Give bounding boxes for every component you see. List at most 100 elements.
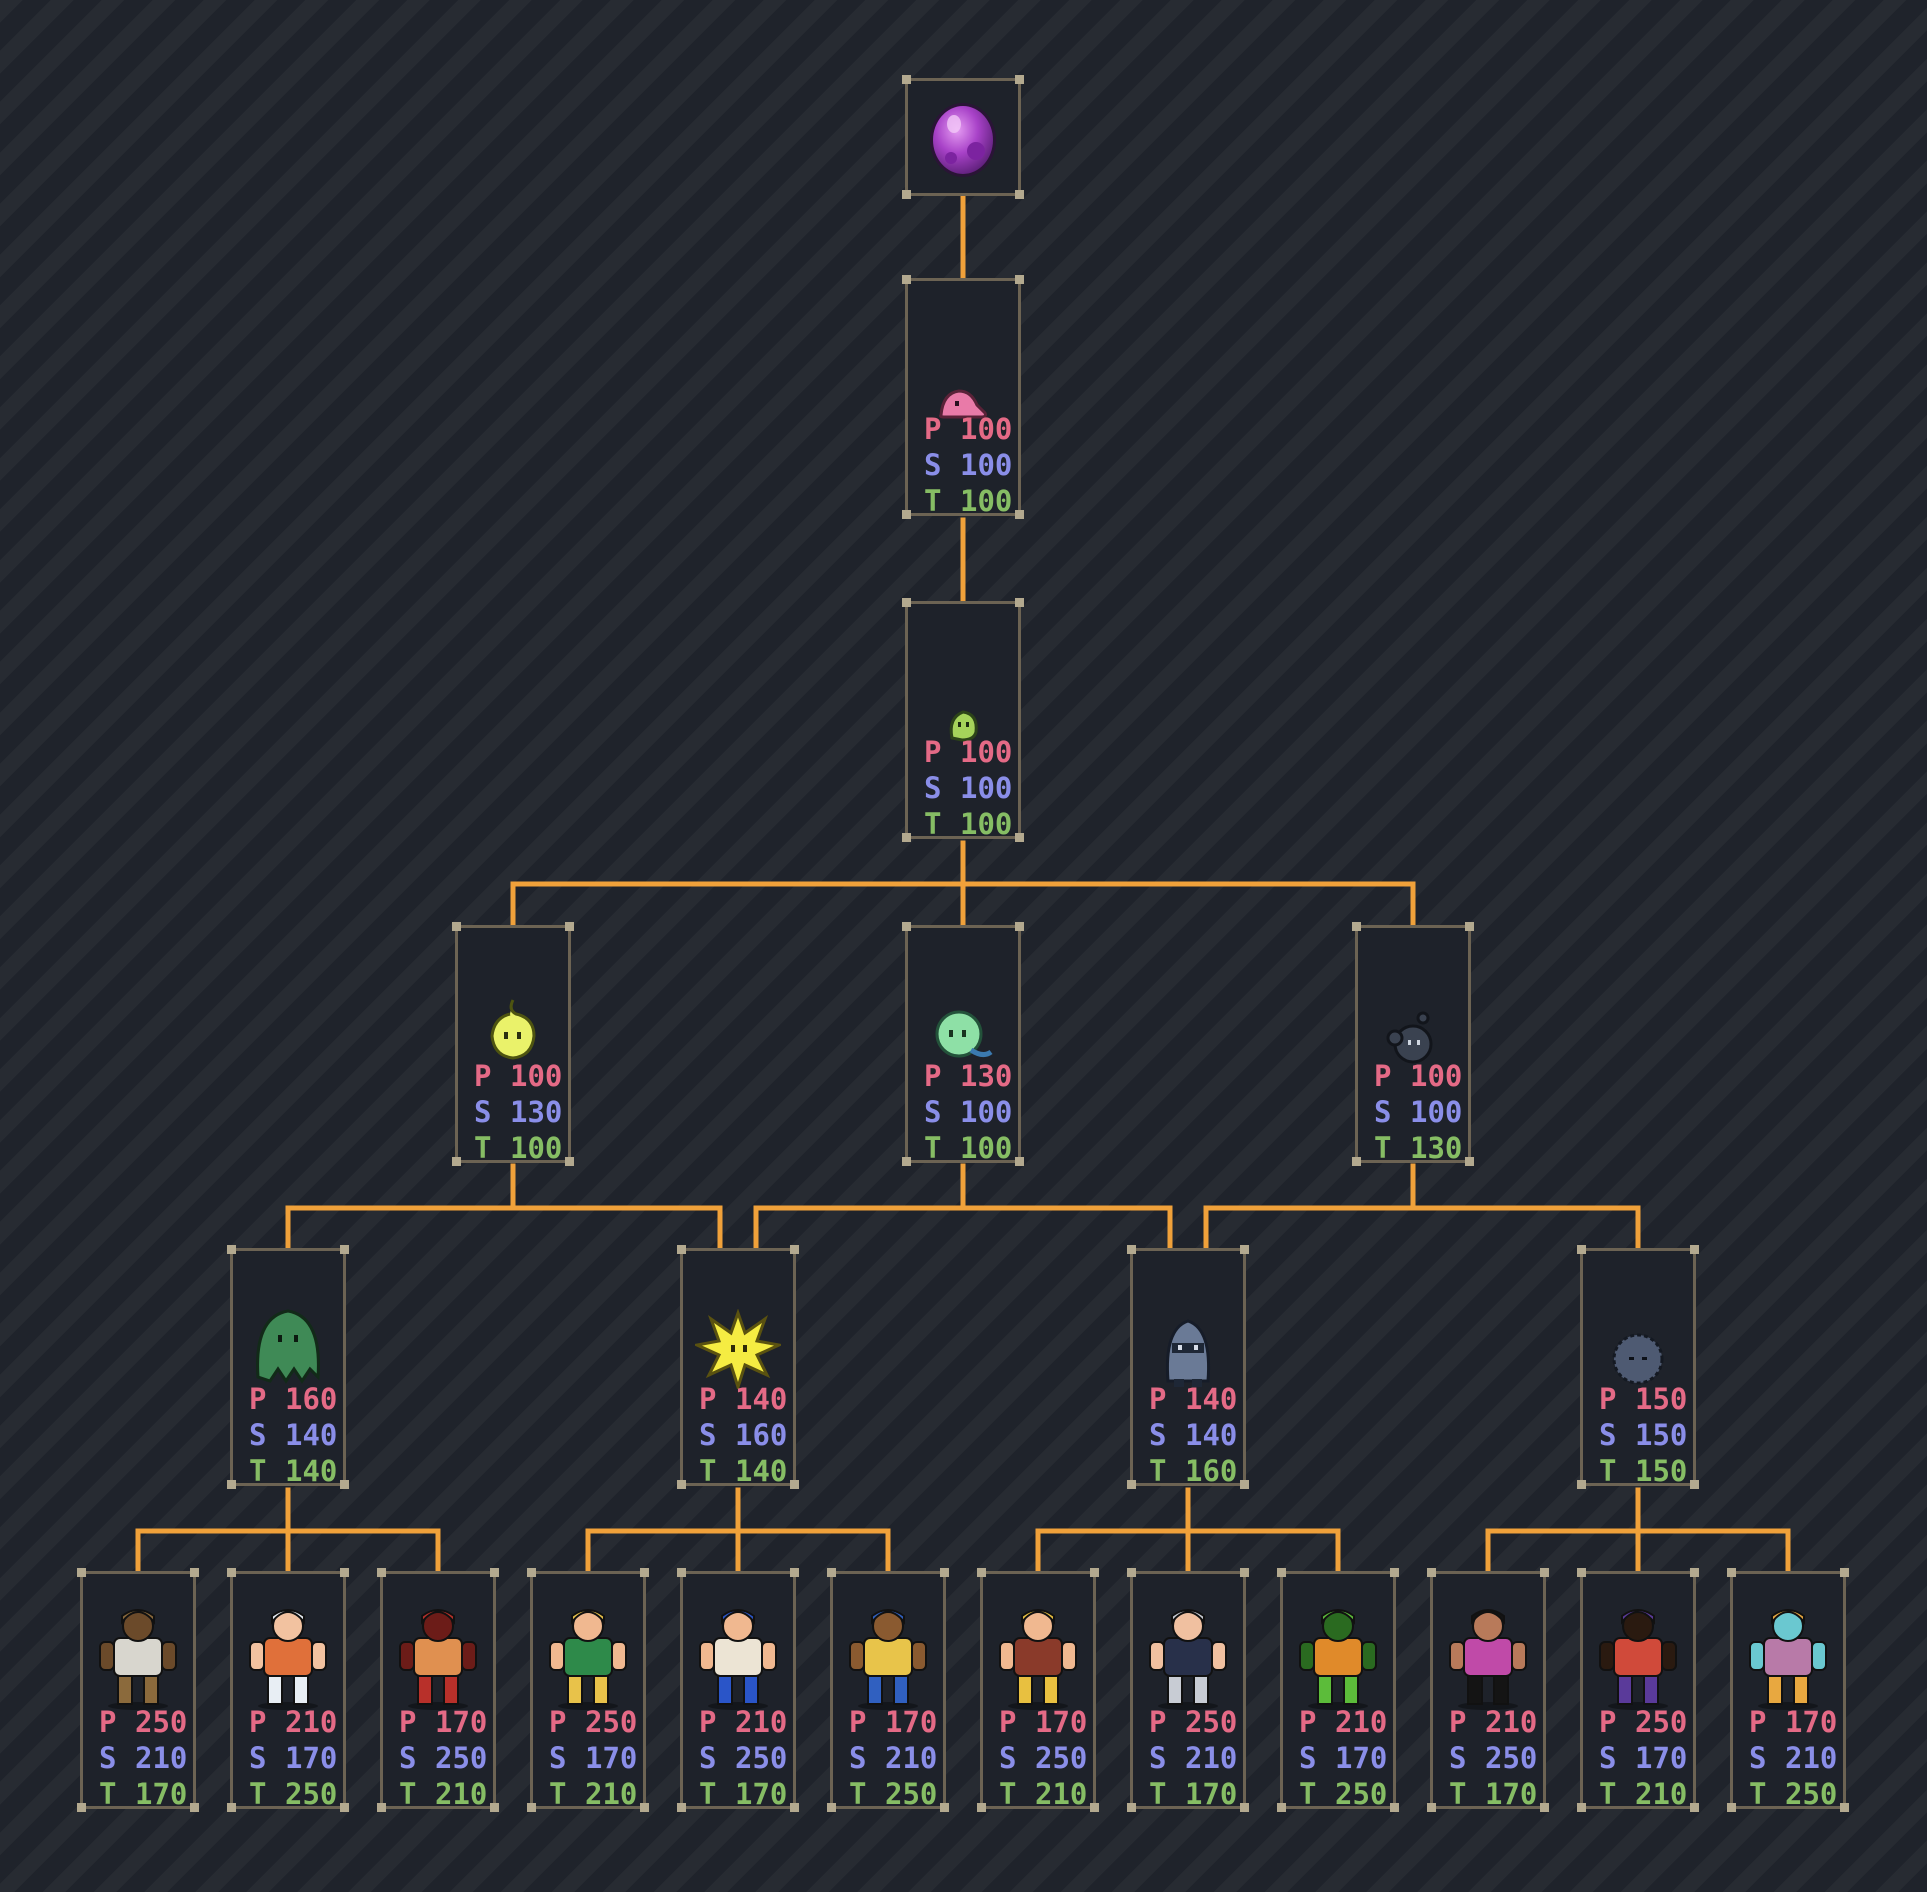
gunman-icon bbox=[983, 1609, 1093, 1712]
speed-value: 250 bbox=[1035, 1741, 1088, 1775]
speed-label: S bbox=[1749, 1741, 1767, 1775]
tech-label: T bbox=[1149, 1454, 1167, 1488]
power-value: 100 bbox=[1410, 1059, 1463, 1093]
tech-label: T bbox=[999, 1777, 1017, 1811]
power-value: 150 bbox=[1635, 1382, 1688, 1416]
speed-value: 210 bbox=[1185, 1741, 1238, 1775]
power-value: 170 bbox=[885, 1705, 938, 1739]
speed-label: S bbox=[1599, 1741, 1617, 1775]
speed-stat: S 250 bbox=[999, 1740, 1087, 1776]
tech-label: T bbox=[1749, 1777, 1767, 1811]
dark-bomb-icon bbox=[1358, 966, 1468, 1066]
speed-stat: S 210 bbox=[849, 1740, 937, 1776]
speed-label: S bbox=[999, 1741, 1017, 1775]
tech-label: T bbox=[249, 1454, 267, 1488]
power-value: 140 bbox=[1185, 1382, 1238, 1416]
lion-warrior-icon bbox=[383, 1609, 493, 1712]
tech-value: 250 bbox=[1335, 1777, 1388, 1811]
power-value: 250 bbox=[1185, 1705, 1238, 1739]
tech-label: T bbox=[924, 1131, 942, 1165]
speed-label: S bbox=[399, 1741, 417, 1775]
tech-label: T bbox=[1374, 1131, 1392, 1165]
power-value: 210 bbox=[1485, 1705, 1538, 1739]
tech-stat: T 250 bbox=[1299, 1776, 1387, 1812]
speed-value: 210 bbox=[135, 1741, 188, 1775]
power-label: P bbox=[1449, 1705, 1467, 1739]
curly-brawler-icon bbox=[1433, 1609, 1543, 1712]
tech-label: T bbox=[924, 484, 942, 518]
power-value: 160 bbox=[285, 1382, 338, 1416]
tech-label: T bbox=[924, 807, 942, 841]
speed-value: 250 bbox=[1485, 1741, 1538, 1775]
tech-label: T bbox=[699, 1454, 717, 1488]
tech-value: 250 bbox=[885, 1777, 938, 1811]
egg-node[interactable] bbox=[902, 75, 1024, 199]
speed-value: 130 bbox=[510, 1095, 563, 1129]
power-label: P bbox=[99, 1705, 117, 1739]
speed-label: S bbox=[99, 1741, 117, 1775]
tech-label: T bbox=[1449, 1777, 1467, 1811]
speed-value: 250 bbox=[735, 1741, 788, 1775]
speed-label: S bbox=[849, 1741, 867, 1775]
power-label: P bbox=[399, 1705, 417, 1739]
power-label: P bbox=[999, 1705, 1017, 1739]
tech-label: T bbox=[249, 1777, 267, 1811]
pharaoh-icon bbox=[833, 1609, 943, 1712]
tech-label: T bbox=[699, 1777, 717, 1811]
power-label: P bbox=[699, 1705, 717, 1739]
speed-value: 210 bbox=[885, 1741, 938, 1775]
tech-value: 170 bbox=[735, 1777, 788, 1811]
power-value: 210 bbox=[285, 1705, 338, 1739]
ninja-blob-icon bbox=[1133, 1289, 1243, 1389]
tech-label: T bbox=[1299, 1777, 1317, 1811]
